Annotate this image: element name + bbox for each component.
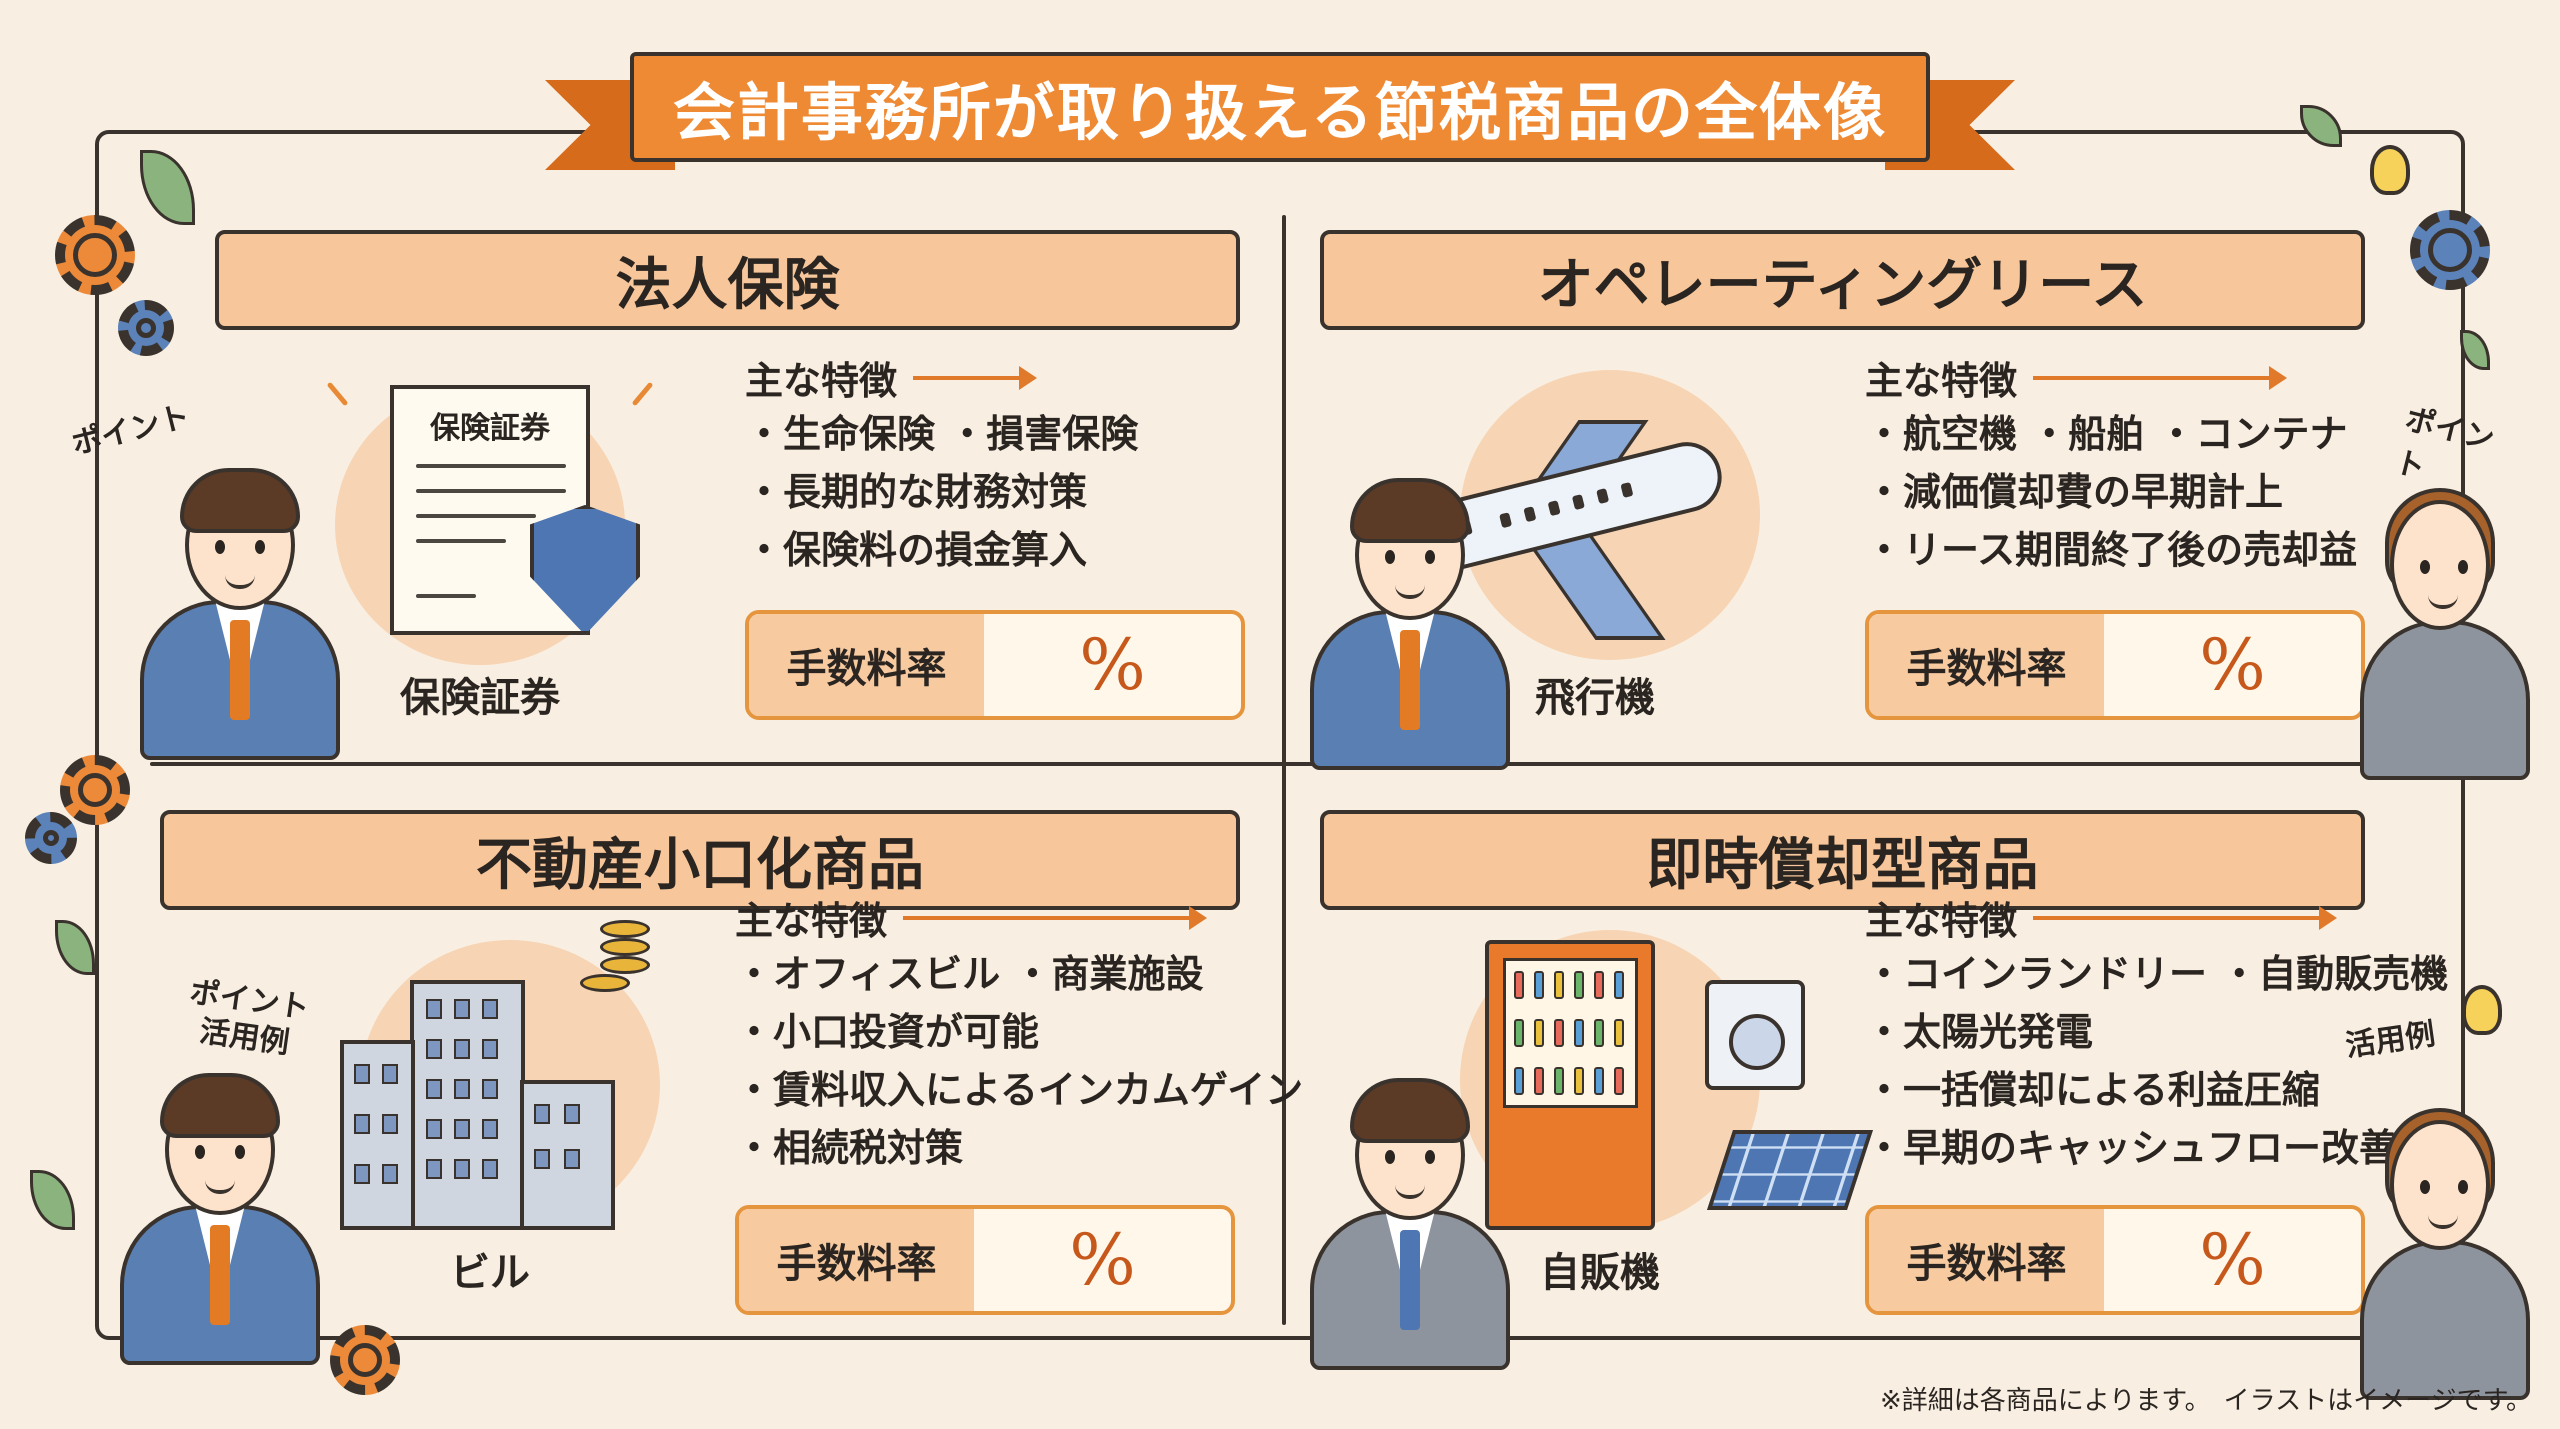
businessman-figure (1300, 1050, 1520, 1370)
office-building-icon (410, 980, 525, 1230)
businessman-figure (110, 1045, 330, 1365)
fee-rate-box: 手数料率 % (1865, 1205, 2365, 1315)
list-item: 小口投資が可能 (735, 1003, 1303, 1061)
section-header: 法人保険 (215, 230, 1240, 330)
horizontal-divider (150, 762, 2420, 766)
list-item: 太陽光発電 (1865, 1003, 2448, 1061)
section-title: オペレーティングリース (1537, 252, 2148, 318)
businessman-figure (130, 440, 350, 760)
section-header: オペレーティングリース (1320, 230, 2365, 330)
leaf-icon (55, 920, 95, 975)
section-immediate-depreciation: 即時償却型商品 自販機 主な特徴 コインランドリー ・自動販売機 太陽光発電 一… (1300, 790, 2530, 1400)
building-icon (340, 1040, 415, 1230)
feature-list: 航空機 ・船舶 ・コンテナ 減価償却費の早期計上 リース期間終了後の売却益 (1865, 405, 2357, 579)
list-item: 長期的な財務対策 (745, 463, 1138, 521)
footnote: ※詳細は各商品によります。 イラストはイメージです。 (1879, 1386, 2532, 1416)
list-item: 保険料の損金算入 (745, 521, 1138, 579)
arrow-right-icon (2033, 905, 2338, 930)
feature-heading: 主な特徴 (745, 350, 1038, 405)
gear-icon (118, 300, 174, 356)
feature-heading: 主な特徴 (735, 890, 1208, 945)
solar-panel-icon (1707, 1130, 1873, 1210)
illustration-label: 保険証券 (400, 675, 560, 721)
list-item: リース期間終了後の売却益 (1865, 521, 2357, 579)
leaf-icon (30, 1170, 75, 1230)
page-title: 会計事務所が取り扱える節税商品の全体像 (672, 76, 1888, 149)
coin-stack-icon (600, 920, 650, 938)
businesswoman-figure (2350, 1080, 2550, 1400)
vending-machine-icon (1485, 940, 1655, 1230)
gear-icon (2410, 210, 2490, 290)
section-title: 即時償却型商品 (1646, 832, 2039, 898)
building-icon (520, 1080, 615, 1230)
fee-rate-box: 手数料率 % (1865, 610, 2365, 720)
list-item: コインランドリー ・自動販売機 (1865, 945, 2448, 1003)
section-corporate-insurance: 法人保険 ポイント 保険証券 保険証券 主な特徴 生命保険 ・損害保険 長期的な… (68, 210, 1310, 770)
vertical-divider (1282, 215, 1286, 1325)
arrow-right-icon (903, 905, 1208, 930)
feature-list: コインランドリー ・自動販売機 太陽光発電 一括償却による利益圧縮 早期のキャッ… (1865, 945, 2448, 1177)
lightbulb-icon (2370, 145, 2410, 195)
gear-icon (25, 812, 77, 864)
section-header: 即時償却型商品 (1320, 810, 2365, 910)
list-item: 早期のキャッシュフロー改善 (1865, 1119, 2448, 1177)
list-item: 賃料収入によるインカムゲイン (735, 1061, 1303, 1119)
gear-icon (55, 215, 135, 295)
section-real-estate-fractional: 不動産小口化商品 ポイント 活用例 ビル 主な特徴 オフィスビル ・商業施設 小… (110, 790, 1310, 1365)
gear-icon (60, 755, 130, 825)
fee-rate-label: 手数料率 (749, 614, 984, 716)
fee-rate-label: 手数料率 (1869, 1209, 2104, 1311)
certificate-title: 保険証券 (430, 411, 550, 446)
title-ribbon: 会計事務所が取り扱える節税商品の全体像 (545, 40, 2015, 190)
feature-heading: 主な特徴 (1865, 890, 2338, 945)
arrow-right-icon (913, 365, 1038, 390)
illustration-label: 飛行機 (1535, 675, 1655, 721)
fee-rate-value: % (2199, 624, 2266, 706)
section-header: 不動産小口化商品 (160, 810, 1240, 910)
illustration-label: ビル (450, 1250, 530, 1296)
list-item: オフィスビル ・商業施設 (735, 945, 1303, 1003)
lightbulb-icon (2462, 985, 2502, 1035)
fee-rate-value: % (1069, 1219, 1136, 1301)
list-item: 生命保険 ・損害保険 (745, 405, 1138, 463)
feature-list: オフィスビル ・商業施設 小口投資が可能 賃料収入によるインカムゲイン 相続税対… (735, 945, 1303, 1177)
fee-rate-box: 手数料率 % (735, 1205, 1235, 1315)
illustration-label: 自販機 (1540, 1250, 1660, 1296)
feature-list: 生命保険 ・損害保険 長期的な財務対策 保険料の損金算入 (745, 405, 1138, 579)
businessman-figure (1300, 450, 1520, 770)
ribbon-banner: 会計事務所が取り扱える節税商品の全体像 (630, 52, 1930, 162)
fee-rate-label: 手数料率 (739, 1209, 974, 1311)
list-item: 航空機 ・船舶 ・コンテナ (1865, 405, 2357, 463)
fee-rate-value: % (2199, 1219, 2266, 1301)
list-item: 相続税対策 (735, 1119, 1303, 1177)
list-item: 一括償却による利益圧縮 (1865, 1061, 2448, 1119)
fee-rate-box: 手数料率 % (745, 610, 1245, 720)
list-item: 減価償却費の早期計上 (1865, 463, 2357, 521)
fee-rate-label: 手数料率 (1869, 614, 2104, 716)
businesswoman-figure (2350, 460, 2550, 780)
section-title: 法人保険 (615, 252, 840, 318)
feature-heading: 主な特徴 (1865, 350, 2288, 405)
section-title: 不動産小口化商品 (476, 832, 924, 898)
washing-machine-icon (1705, 980, 1805, 1090)
gear-icon (330, 1325, 400, 1395)
fee-rate-value: % (1079, 624, 1146, 706)
arrow-right-icon (2033, 365, 2288, 390)
section-operating-lease: オペレーティングリース 飛行機 主な特徴 航空機 ・船舶 ・コンテナ 減価償却費… (1300, 210, 2530, 780)
